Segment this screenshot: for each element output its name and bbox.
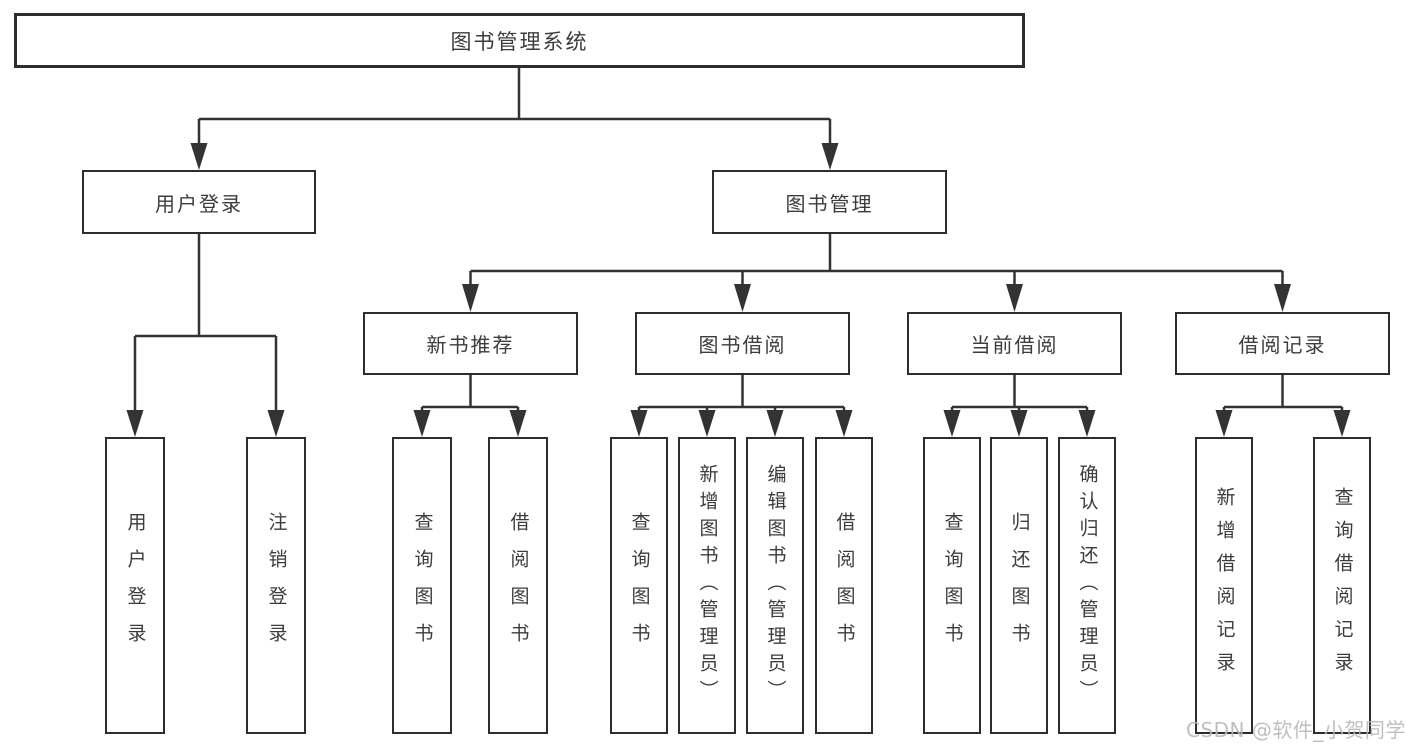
leaf-query-borrow-record-label: 查询借阅记录 — [1331, 486, 1354, 685]
node-root-label: 图书管理系统 — [450, 29, 589, 54]
leaf-add-borrow-record: 新增借阅记录 — [1195, 437, 1253, 734]
connector-root-to-level2 — [190, 68, 839, 170]
node-current-borrow: 当前借阅 — [907, 312, 1122, 375]
leaf-borrow-book-label: 借阅图书 — [833, 511, 856, 660]
leaf-borrow-query-books: 查询图书 — [610, 437, 668, 734]
node-current-borrow-label: 当前借阅 — [970, 333, 1059, 357]
leaf-confirm-return-admin-label: 确认归还（管理员） — [1076, 464, 1099, 707]
leaf-query-borrow-record: 查询借阅记录 — [1313, 437, 1371, 734]
node-new-book-recommend-label: 新书推荐 — [426, 333, 515, 357]
node-new-book-recommend: 新书推荐 — [363, 312, 578, 375]
connector-currentborrow-to-leaves — [943, 375, 1096, 437]
node-root: 图书管理系统 — [14, 13, 1025, 68]
leaf-return-book: 归还图书 — [990, 437, 1048, 734]
node-user-login: 用户登录 — [82, 170, 316, 234]
node-user-login-label: 用户登录 — [155, 191, 243, 216]
connector-bookmgmt-to-level3 — [462, 234, 1291, 312]
connector-borrowrecord-to-leaves — [1215, 375, 1351, 437]
leaf-recommend-borrow-books-label: 借阅图书 — [507, 511, 530, 660]
leaf-return-book-label: 归还图书 — [1008, 511, 1031, 660]
leaf-borrow-query-books-label: 查询图书 — [628, 511, 651, 660]
connector-bookborrow-to-leaves — [630, 375, 853, 437]
connector-userlogin-to-leaves — [126, 234, 285, 437]
leaf-recommend-borrow-books: 借阅图书 — [488, 437, 548, 734]
leaf-edit-book-admin-label: 编辑图书（管理员） — [764, 464, 787, 707]
leaf-add-book-admin-label: 新增图书（管理员） — [696, 464, 719, 707]
leaf-recommend-query-books-label: 查询图书 — [411, 511, 434, 660]
leaf-edit-book-admin: 编辑图书（管理员） — [746, 437, 804, 734]
leaf-confirm-return-admin: 确认归还（管理员） — [1058, 437, 1116, 734]
node-book-management: 图书管理 — [712, 170, 947, 234]
node-book-borrow-label: 图书借阅 — [698, 333, 787, 357]
node-borrow-records: 借阅记录 — [1175, 312, 1390, 375]
leaf-add-borrow-record-label: 新增借阅记录 — [1213, 486, 1236, 685]
connector-newbook-to-leaves — [413, 375, 527, 437]
leaf-recommend-query-books: 查询图书 — [392, 437, 452, 734]
leaf-user-login-label: 用户登录 — [124, 511, 147, 660]
leaf-add-book-admin: 新增图书（管理员） — [678, 437, 736, 734]
leaf-borrow-book: 借阅图书 — [815, 437, 873, 734]
leaf-current-query-books: 查询图书 — [923, 437, 981, 734]
leaf-current-query-books-label: 查询图书 — [941, 511, 964, 660]
leaf-logout-login-label: 注销登录 — [265, 511, 288, 660]
leaf-user-login: 用户登录 — [105, 437, 165, 734]
node-book-management-label: 图书管理 — [785, 191, 874, 216]
node-book-borrow: 图书借阅 — [635, 312, 850, 375]
leaf-logout-login: 注销登录 — [246, 437, 306, 734]
watermark: CSDN @软件_小贺同学 — [1186, 718, 1405, 742]
node-borrow-records-label: 借阅记录 — [1238, 333, 1327, 357]
